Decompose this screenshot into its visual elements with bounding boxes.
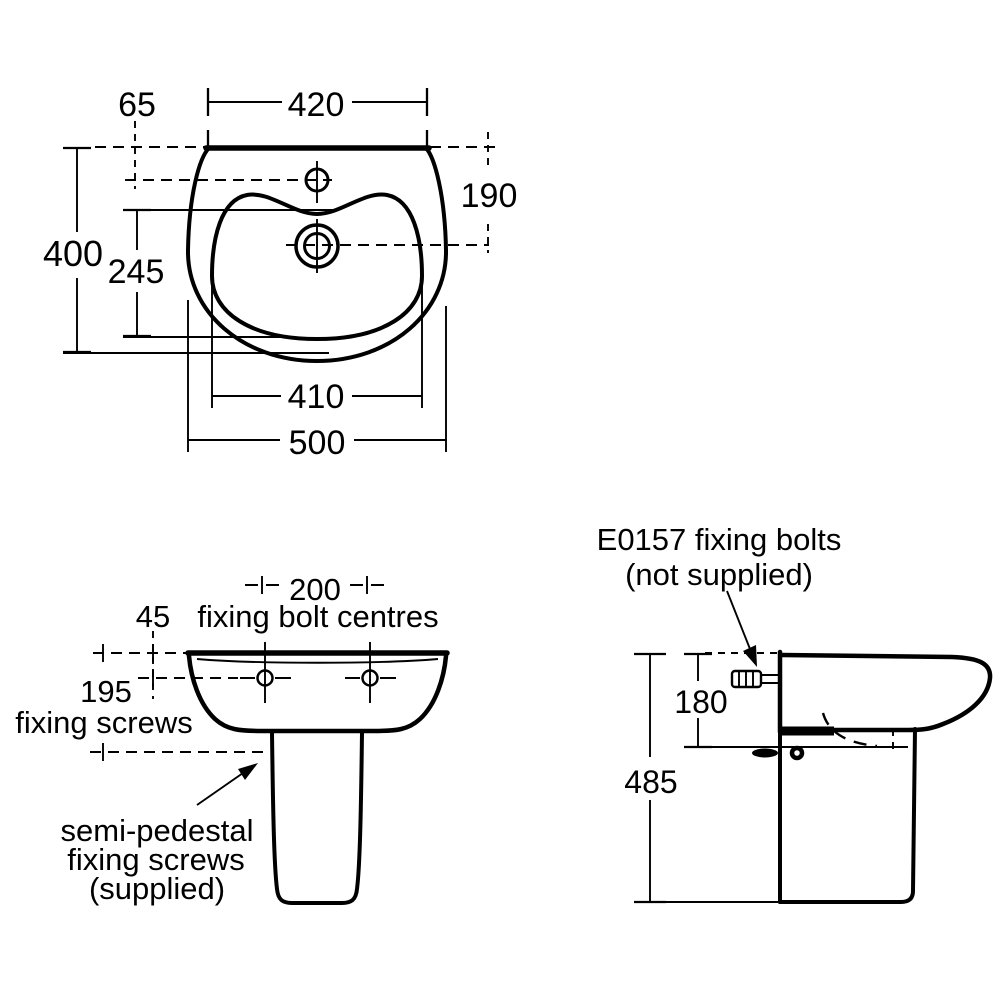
fixing-bolts-leader-arrowhead — [743, 645, 757, 667]
fixing-bolts-label-line2: (not supplied) — [625, 557, 813, 592]
side-basin-profile — [779, 652, 993, 733]
semi-pedestal-label-line2: fixing screws — [67, 842, 244, 877]
dim-65-label: 65 — [118, 86, 156, 124]
front-basin-body — [186, 653, 449, 734]
side-view: 485 180 E0157 fixing bolts (not supplied… — [597, 522, 993, 904]
cross-200-right — [350, 576, 384, 594]
dim-245-label: 245 — [108, 253, 165, 291]
fixing-bolts-leader-line — [726, 590, 751, 650]
bolt-shaft — [761, 673, 780, 685]
bolt-hole-centerlines-vertical — [264, 642, 371, 703]
front-basin-rim-inner — [196, 658, 439, 664]
dim-410-label: 410 — [288, 378, 345, 416]
top-view: 420 65 190 400 245 410 500 — [43, 86, 517, 462]
front-pedestal — [270, 731, 364, 905]
dim-485-label: 485 — [624, 764, 677, 800]
dim-410-extensions — [211, 258, 423, 408]
dim-245-ticks — [123, 208, 151, 338]
dim-485-ticks — [634, 652, 666, 904]
dim-400-ticks — [63, 146, 91, 354]
hidden-recess-curve — [821, 712, 878, 748]
side-pedestal-right-and-bottom — [778, 727, 917, 904]
basin-inner-bowl-outline — [210, 192, 424, 341]
dim-420-ticks — [206, 88, 429, 148]
wall-plug-ridges — [738, 672, 754, 686]
fixing-bolt-centres-label: fixing bolt centres — [197, 599, 438, 634]
pedestal-screw-hole-dot — [789, 745, 805, 761]
front-view: 200 45 fixing bolt centres 195 fixing sc… — [15, 572, 450, 906]
dim-180-ticks — [684, 652, 712, 749]
dim-420-label: 420 — [288, 86, 345, 124]
fixing-bolt-graphic — [730, 669, 780, 689]
dim-180-label: 180 — [674, 684, 727, 720]
semi-pedestal-label-line3: (supplied) — [89, 871, 225, 906]
dim-190-label: 190 — [461, 177, 518, 215]
dim-45-label: 45 — [136, 599, 170, 634]
dim-200-label: 200 — [289, 572, 341, 607]
semi-pedestal-leader-line — [196, 772, 244, 806]
basin-outer-outline — [185, 146, 449, 363]
dim-500-extensions — [187, 300, 447, 452]
semi-pedestal-label-line1: semi-pedestal — [61, 813, 254, 848]
wall-plug-body — [730, 669, 763, 689]
fixing-bolts-label-line1: E0157 fixing bolts — [597, 522, 842, 557]
pedestal-screw-side — [752, 748, 778, 758]
fixing-screws-label: fixing screws — [15, 705, 192, 740]
semi-pedestal-leader-arrowhead — [238, 763, 258, 780]
dim-500-label: 500 — [289, 424, 346, 462]
dim-195-label: 195 — [80, 674, 132, 709]
cross-200-left — [245, 576, 279, 594]
dim-400-label: 400 — [43, 233, 103, 274]
